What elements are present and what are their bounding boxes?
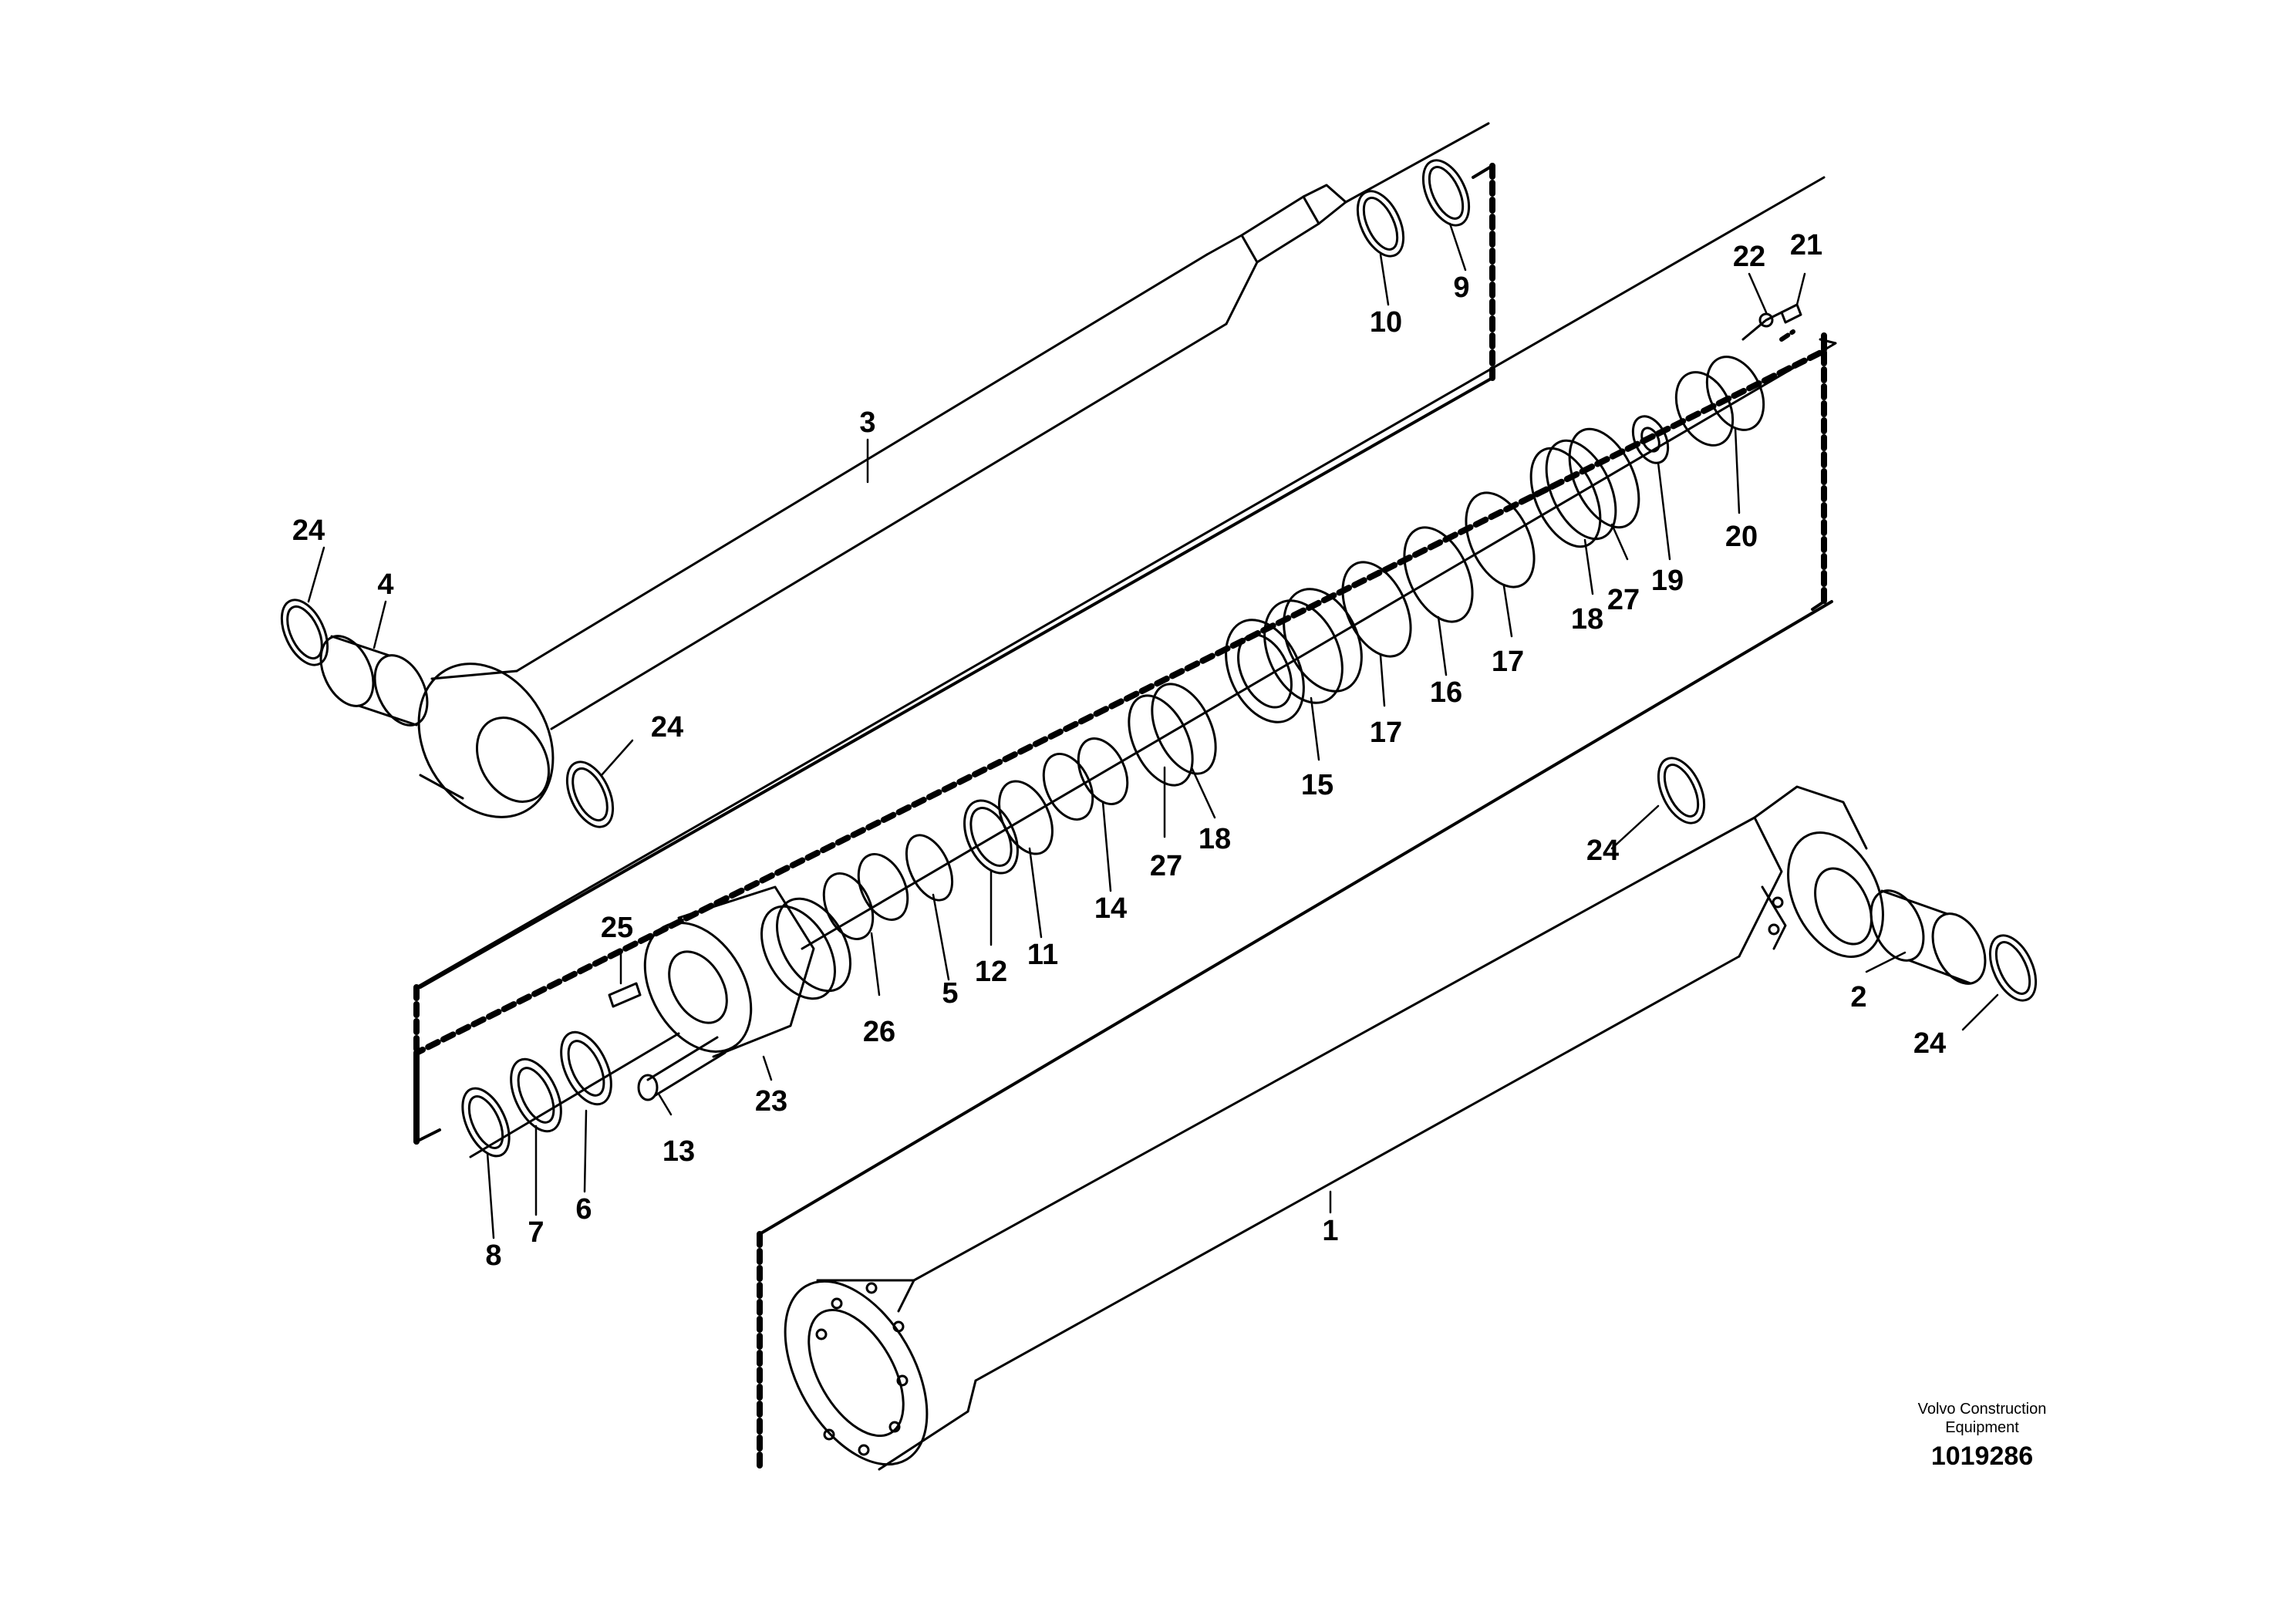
piston-seals-16-17 [1341,491,1536,658]
callout-labels: 1 2 3 4 5 6 7 8 9 10 11 12 13 14 15 16 1… [292,229,1946,1272]
grease-fitting-25 [608,982,642,1008]
callout-22: 22 [1733,241,1765,273]
callout-15: 15 [1301,769,1333,801]
rod-seal-24-right [565,760,615,828]
bushing-26 [822,853,909,940]
callout-23: 23 [755,1085,787,1118]
callout-3: 3 [859,406,875,439]
callout-7: 7 [528,1216,544,1249]
tube-seal-24-upper [1657,757,1706,824]
callout-20: 20 [1725,521,1758,553]
section-brackets [413,163,1833,1469]
piston-rod [417,184,1347,818]
tube-seal-24-lower [1988,934,2038,1002]
rings-11-12 [963,780,1054,875]
callout-27a: 27 [1150,850,1182,882]
cushion-ring-14 [1042,737,1129,821]
callout-10: 10 [1370,306,1402,339]
tube-bushing-2 [1870,889,1987,985]
callout-5: 5 [942,977,958,1010]
head-bolt-13 [637,1036,727,1101]
rod-end-rings-9-10 [1344,122,1490,258]
callout-26: 26 [863,1016,895,1048]
callout-24d: 24 [1913,1027,1946,1060]
leader-lines [307,222,1999,1239]
head-seals-6-7-8 [461,1030,612,1158]
callout-6: 6 [575,1193,592,1226]
callout-12: 12 [975,956,1007,988]
callout-24b: 24 [651,711,683,744]
callout-27b: 27 [1607,584,1640,616]
callout-14: 14 [1094,892,1127,925]
figure-caption: Volvo Construction Equipment 1019286 [1882,1400,2082,1472]
callout-2: 2 [1850,981,1866,1013]
callout-9: 9 [1453,271,1469,304]
rod-bushing-4 [319,635,429,727]
cylinder-head-23 [643,885,851,1058]
cylinder-tube [784,785,1884,1471]
callout-1: 1 [1322,1215,1338,1247]
piston-rings-18-27-lower [1128,683,1217,787]
callout-8: 8 [485,1239,501,1272]
callout-17b: 17 [1492,646,1524,678]
callout-13: 13 [663,1135,695,1168]
callout-11: 11 [1027,939,1058,971]
brand-line-1: Volvo Construction [1917,1401,2047,1418]
callout-17a: 17 [1370,717,1402,749]
rod-seal-24-left [280,599,329,666]
set-screw-21-ball-22 [1741,303,1802,341]
callout-24a: 24 [292,514,325,547]
callout-19: 19 [1651,565,1684,597]
callout-4: 4 [377,568,393,601]
callout-18b: 18 [1199,823,1231,855]
diagram-number: 1019286 [1930,1442,2034,1471]
snap-ring-5 [905,834,954,902]
piston-15 [1225,588,1363,723]
brand-line-2: Equipment [1945,1419,2019,1436]
callout-18a: 18 [1571,603,1603,636]
callout-25: 25 [601,912,633,944]
callout-21: 21 [1790,229,1822,261]
callout-24c: 24 [1586,835,1619,867]
callout-16: 16 [1430,676,1462,709]
piston-rings-18-27-upper [1529,427,1640,548]
